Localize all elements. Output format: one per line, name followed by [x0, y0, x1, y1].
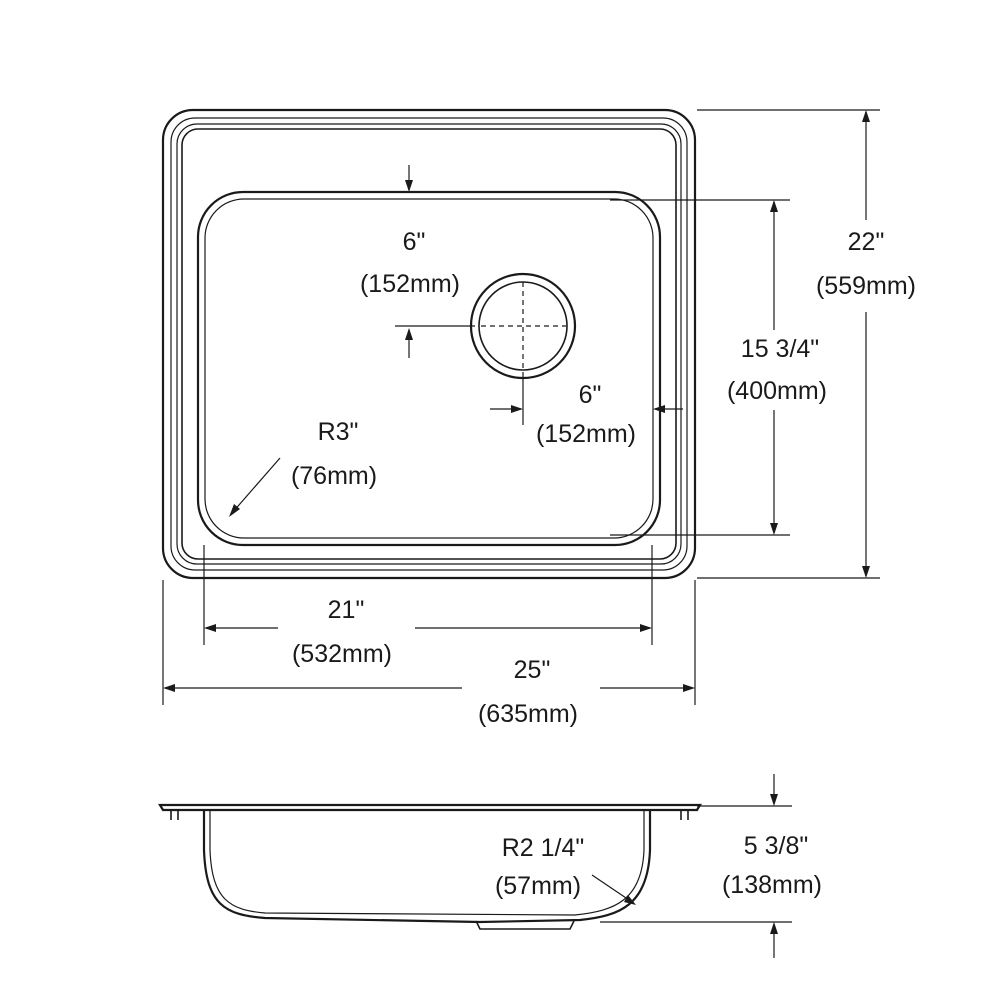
sink-rim-inner-line-2 — [176, 123, 682, 565]
bowl-width-imperial: 21" — [328, 596, 365, 624]
bottom-radius-metric: (57mm) — [495, 872, 581, 900]
dimension-bowl-length: 15 3/4" (400mm) — [610, 199, 827, 536]
depth-metric: (138mm) — [722, 871, 822, 899]
drain-offset-side-imperial: 6" — [579, 381, 602, 409]
dimension-bottom-radius: R2 1/4" (57mm) — [495, 834, 636, 905]
drain-offset-top-imperial: 6" — [403, 228, 426, 256]
corner-radius-metric: (76mm) — [291, 462, 377, 490]
sink-bowl-inner-line — [204, 198, 654, 539]
dimension-corner-radius: R3" (76mm) — [229, 418, 377, 517]
drain-offset-top-metric: (152mm) — [360, 270, 460, 298]
drain — [469, 272, 577, 380]
drain-offset-side-metric: (152mm) — [536, 420, 636, 448]
dimension-bowl-width: 21" (532mm) — [203, 545, 653, 668]
sink-bowl-profile-inner — [209, 811, 645, 916]
bowl-width-metric: (532mm) — [292, 640, 392, 668]
overall-length-metric: (559mm) — [816, 272, 916, 300]
bowl-length-imperial: 15 3/4" — [741, 335, 819, 363]
drain-stub — [475, 920, 575, 930]
sink-rim-inner-line-1 — [170, 117, 688, 571]
dimension-drain-offset-top: 6" (152mm) — [360, 165, 475, 358]
drain-outer-ring — [469, 272, 577, 380]
bowl-length-metric: (400mm) — [727, 377, 827, 405]
mounting-clip-right — [680, 811, 689, 820]
bottom-radius-imperial: R2 1/4" — [502, 834, 585, 862]
dimension-overall-width: 25" (635mm) — [162, 580, 696, 728]
overall-width-imperial: 25" — [514, 656, 551, 684]
dimension-drain-offset-side: 6" (152mm) — [490, 372, 683, 448]
depth-imperial: 5 3/8" — [744, 832, 808, 860]
sink-bowl-outline — [196, 190, 662, 547]
sink-outer-rim — [161, 108, 697, 580]
dimension-depth: 5 3/8" (138mm) — [600, 774, 822, 958]
sink-rim-inner-line-3 — [181, 128, 677, 560]
corner-radius-imperial: R3" — [318, 418, 359, 446]
mounting-clip-left — [170, 811, 179, 820]
sink-rim-flange — [158, 803, 702, 812]
sink-bowl-profile — [202, 811, 652, 924]
overall-width-metric: (635mm) — [478, 700, 578, 728]
dimension-overall-length: 22" (559mm) — [697, 109, 916, 579]
side-view: R2 1/4" (57mm) 5 3/8" (138mm) — [158, 774, 822, 958]
top-view: 6" (152mm) 6" (152mm) R3" (76mm) — [161, 108, 916, 728]
overall-length-imperial: 22" — [848, 228, 885, 256]
